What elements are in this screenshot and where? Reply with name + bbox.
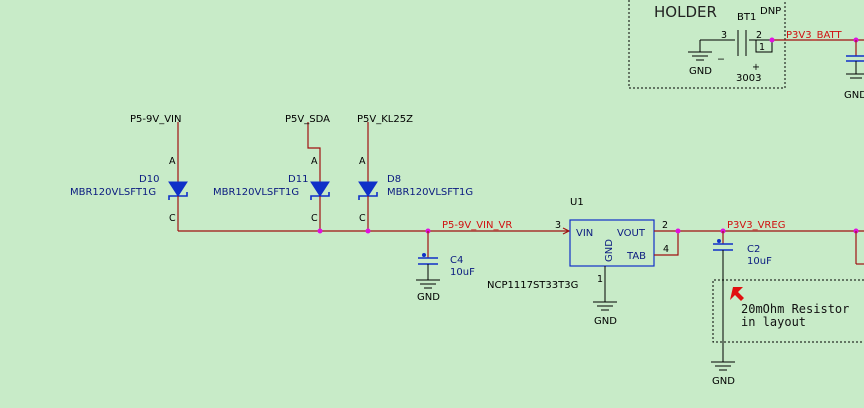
u1-vout-label: VOUT <box>617 228 646 239</box>
ground-symbol-c4: GND <box>416 279 440 303</box>
capacitor-c2[interactable]: C2 10uF <box>713 231 772 362</box>
u1-ref: U1 <box>570 197 584 208</box>
u1-pin-tab: 4 <box>663 244 669 255</box>
net-label-p5-9v-vin-vr: P5-9V_VIN_VR <box>442 220 512 231</box>
note-line-1: 20mOhm Resistor <box>741 302 849 316</box>
partial-capacitor-right: GND <box>844 55 864 101</box>
bt1-pin2: 2 <box>756 30 762 41</box>
bt1-plus: + <box>752 62 760 73</box>
d8-cathode: C <box>359 213 366 224</box>
net-p5-9v-vin-vr[interactable]: P5-9V_VIN_VR 3 <box>178 220 571 235</box>
d11-cathode: C <box>311 213 318 224</box>
net-label-p5-9v-vin: P5-9V_VIN <box>130 114 181 125</box>
net-label-p3v3-batt: P3V3_BATT <box>786 30 842 41</box>
bt1-dnp: DNP <box>760 6 781 17</box>
ground-symbol-c2: GND <box>711 361 735 387</box>
u1-pin-vout: 2 <box>662 220 668 231</box>
d10-anode: A <box>169 156 176 167</box>
battery-bt1[interactable]: 3 2 1 − + 3003 <box>699 30 773 84</box>
u1-gnd-label: GND <box>604 239 615 262</box>
ground-symbol-bt1: GND <box>688 51 712 77</box>
arrow-icon <box>730 287 744 301</box>
holder-label: HOLDER <box>654 3 717 21</box>
bt1-pin3: 3 <box>721 30 727 41</box>
diode-d10[interactable]: P5-9V_VIN A C D10 MBR120VLSFT1G <box>70 114 188 231</box>
d10-part: MBR120VLSFT1G <box>70 187 156 198</box>
d11-ref: D11 <box>288 174 308 185</box>
ground-symbol-u1: GND <box>593 301 617 327</box>
u1-pin-vin: 3 <box>555 220 561 231</box>
net-label-p3v3-vreg: P3V3_VREG <box>727 220 785 231</box>
c4-ref: C4 <box>450 255 463 266</box>
d10-cathode: C <box>169 213 176 224</box>
d8-anode: A <box>359 156 366 167</box>
c2-value: 10uF <box>747 256 772 267</box>
u1-part: NCP1117ST33T3G <box>487 280 578 291</box>
gnd-label-partial: GND <box>844 90 864 101</box>
layout-note: 20mOhm Resistor in layout <box>712 279 864 343</box>
gnd-label-u1: GND <box>594 316 617 327</box>
diode-d11[interactable]: P5V_SDA A C D11 MBR120VLSFT1G <box>213 114 330 231</box>
d11-anode: A <box>311 156 318 167</box>
diode-d8[interactable]: P5V_KL25Z A C D8 MBR120VLSFT1G <box>357 114 473 231</box>
d10-ref: D10 <box>139 174 159 185</box>
u1-vin-label: VIN <box>576 228 593 239</box>
gnd-label-bt1: GND <box>689 66 712 77</box>
gnd-label-c2: GND <box>712 376 735 387</box>
bt1-pin1: 1 <box>759 42 765 53</box>
capacitor-c4[interactable]: C4 10uF <box>418 231 475 280</box>
bt1-part: 3003 <box>736 73 761 84</box>
coin-cell-holder-block: HOLDER BT1 DNP <box>628 0 786 89</box>
d8-part: MBR120VLSFT1G <box>387 187 473 198</box>
regulator-u1[interactable]: U1 VIN VOUT TAB GND NCP1117ST33T3G 1 <box>487 197 655 302</box>
note-line-2: in layout <box>741 315 806 329</box>
net-label-p5v-kl25z: P5V_KL25Z <box>357 114 413 125</box>
d11-part: MBR120VLSFT1G <box>213 187 299 198</box>
net-label-p5v-sda: P5V_SDA <box>285 114 330 125</box>
net-p3v3-batt[interactable]: P3V3_BATT <box>769 30 864 56</box>
u1-tab-label: TAB <box>626 251 646 262</box>
d8-ref: D8 <box>387 174 401 185</box>
c4-value: 10uF <box>450 267 475 278</box>
c2-ref: C2 <box>747 244 760 255</box>
u1-pin-gnd: 1 <box>597 274 603 285</box>
gnd-label-c4: GND <box>417 292 440 303</box>
bt1-minus: − <box>717 54 725 65</box>
bt1-ref: BT1 <box>737 12 756 23</box>
